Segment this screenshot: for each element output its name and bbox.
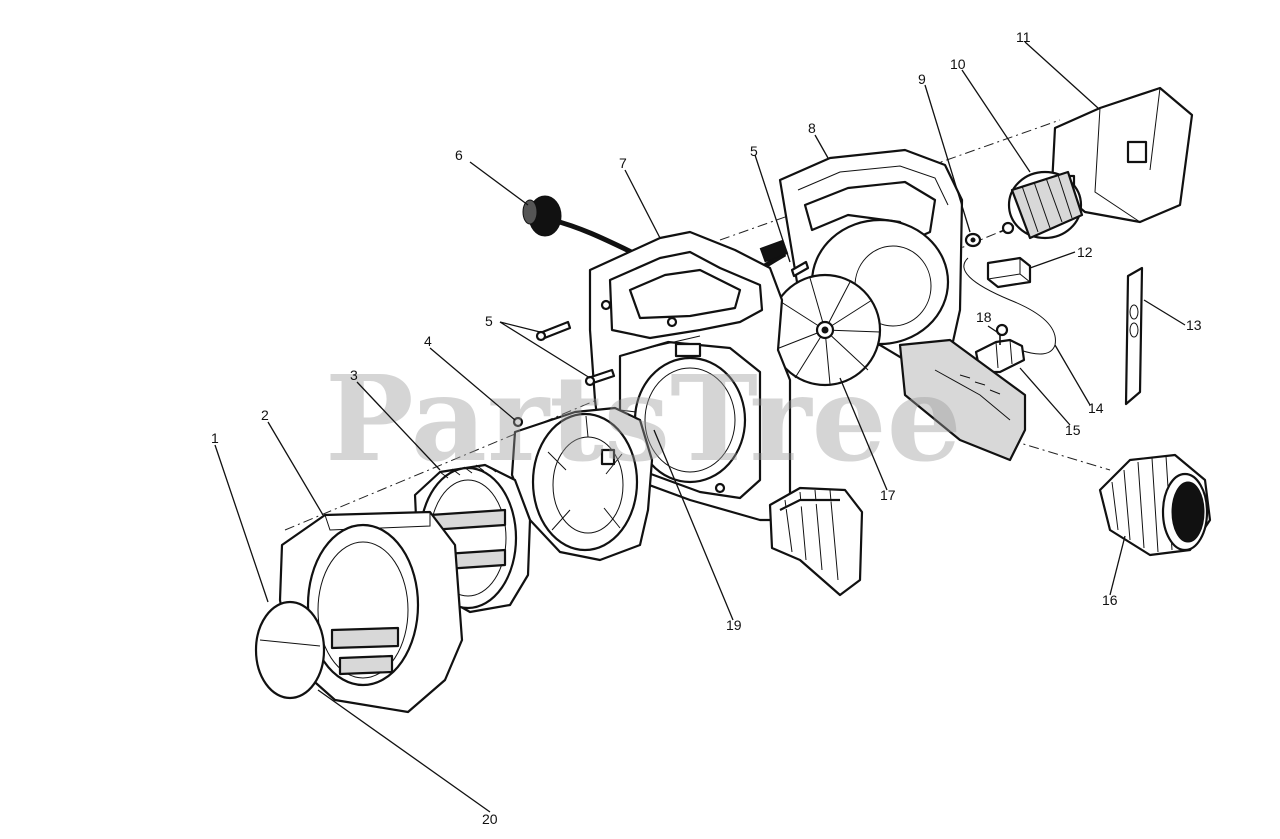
callout-17: 17 — [880, 487, 896, 503]
callout-5-left: 5 — [485, 313, 493, 329]
callout-20: 20 — [482, 811, 498, 827]
callout-numbers: 1 2 3 4 5 6 7 8 5 9 10 11 12 13 14 15 16… — [211, 29, 1202, 827]
blower-tube — [768, 486, 864, 597]
callout-19: 19 — [726, 617, 742, 633]
part-13-clip — [1124, 266, 1144, 406]
part-5-screws — [535, 260, 810, 387]
part-7-left-housing — [588, 230, 792, 522]
callout-4: 4 — [424, 333, 432, 349]
part-9-washer — [964, 232, 982, 248]
callout-16: 16 — [1102, 592, 1118, 608]
part-16-nozzle-collar — [1098, 453, 1212, 557]
part-17-impeller-fan — [768, 273, 882, 387]
part-10-motor — [999, 170, 1084, 240]
part-2-inlet-cover — [278, 510, 464, 714]
callout-11: 11 — [1016, 29, 1031, 45]
callout-1: 1 — [211, 430, 219, 446]
callout-7: 7 — [619, 155, 627, 171]
part-12-switch — [963, 256, 1056, 355]
callout-5-right: 5 — [750, 143, 758, 159]
part-4-inlet-guard — [510, 406, 654, 562]
callout-13: 13 — [1186, 317, 1202, 333]
callout-9: 9 — [918, 71, 926, 87]
callout-6: 6 — [455, 147, 463, 163]
callout-14: 14 — [1088, 400, 1104, 416]
callout-8: 8 — [808, 120, 816, 136]
callout-2: 2 — [261, 407, 269, 423]
callout-10: 10 — [950, 56, 966, 72]
watermark: PartsTree — [325, 349, 962, 488]
part-1-inlet-plug — [254, 600, 326, 700]
callout-18: 18 — [976, 309, 992, 325]
leader-lines — [214, 41, 1186, 813]
callout-15: 15 — [1065, 422, 1081, 438]
callout-12: 12 — [1077, 244, 1093, 260]
callout-3: 3 — [350, 367, 358, 383]
